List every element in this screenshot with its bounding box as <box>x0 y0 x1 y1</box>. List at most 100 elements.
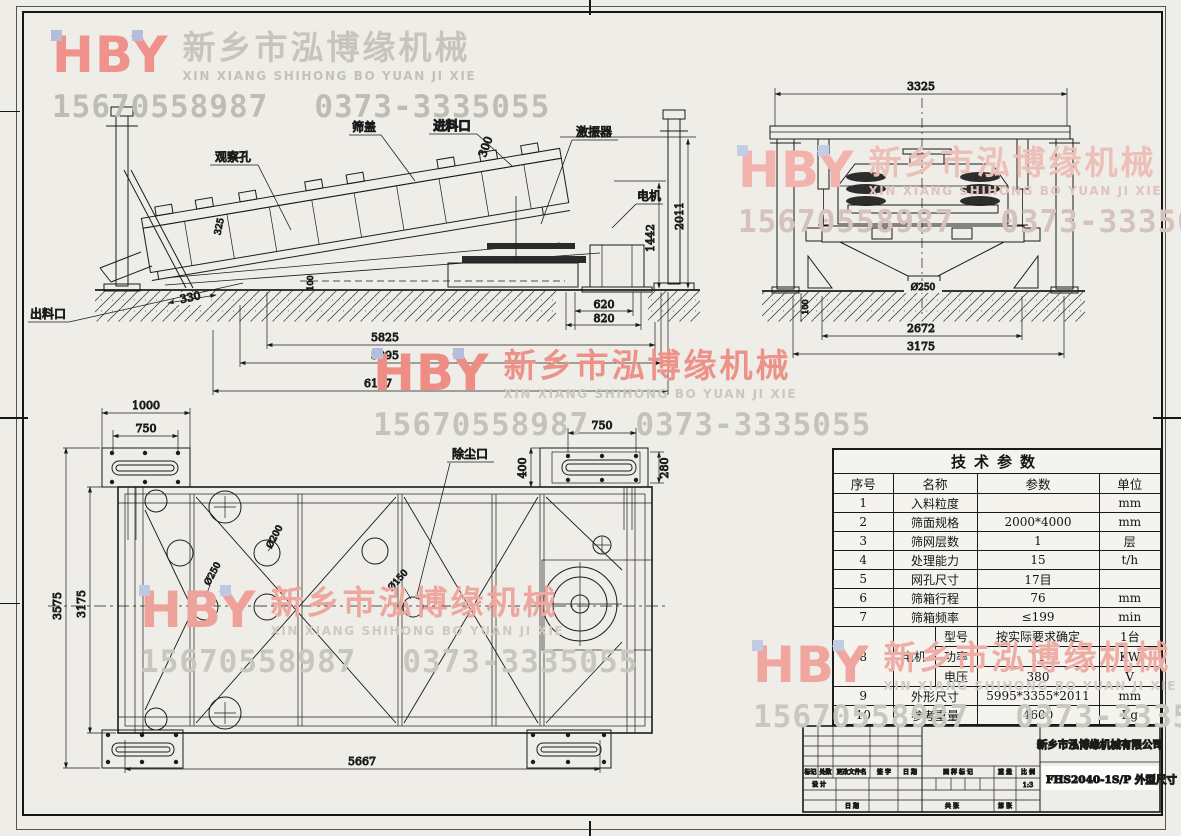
tb-design: 设 计 <box>812 781 826 789</box>
tb-total-sheets: 共 张 <box>945 802 959 810</box>
cell: min <box>1098 607 1162 627</box>
cell: 按实际要求确定 <box>976 626 1100 647</box>
cell: 7 <box>832 607 894 627</box>
cell: 外形尺寸 <box>892 686 978 706</box>
dim-3175-end: 3175 <box>907 340 935 353</box>
cell: t/h <box>1098 550 1162 570</box>
discharge-chute <box>99 251 153 283</box>
table-row: 10 参考重量 4600 Kg <box>832 705 1162 726</box>
dim-400: 400 <box>516 458 529 479</box>
cell: mm <box>1098 686 1162 706</box>
edge-mark-left-lower <box>0 603 20 604</box>
tb-company: 新乡市泓博缘机械有限公司 <box>1037 738 1163 751</box>
cell: 1 <box>832 493 894 513</box>
dim-5667: 5667 <box>348 755 376 768</box>
cell: 6 <box>832 588 894 608</box>
title-block: 标记 处数 更改文件名 签 字 日 期 设 计 日 期 图 样 标 记 重 量 … <box>802 725 1178 813</box>
params-title: 技术参数 <box>832 448 1162 474</box>
cell: 3 <box>832 531 894 551</box>
dim-dia200: Ø200 <box>264 523 285 550</box>
plate-top-left <box>101 447 191 488</box>
cell: 2000*4000 <box>976 512 1100 532</box>
label-exciter: 激振器 <box>576 125 612 139</box>
col-value: 参数 <box>976 473 1100 494</box>
dim-1000: 1000 <box>132 399 160 412</box>
tb-signature: 签 字 <box>877 768 891 776</box>
col-unit: 单位 <box>1098 473 1162 494</box>
cell: 参考重量 <box>892 705 978 726</box>
plate-bottom-right <box>526 729 612 769</box>
dim-6167: 6167 <box>364 377 392 390</box>
dim-dia250: Ø250 <box>202 560 223 587</box>
table-row-motor: 8 电机 型号 按实际要求确定 1台 <box>832 626 1162 687</box>
dim-2672: 2672 <box>907 322 935 335</box>
dim-1442: 1442 <box>644 224 657 252</box>
pivot-circles <box>144 489 242 731</box>
pit-dims <box>565 292 642 330</box>
edge-mark-left-upper <box>0 111 20 112</box>
table-row-motor: 功率 11 KW <box>833 646 1162 667</box>
cell: 电机 <box>892 626 936 687</box>
tb-date: 日 期 <box>903 768 917 776</box>
cell: mm <box>1098 493 1162 513</box>
cell: 4 <box>832 550 894 570</box>
plate-bottom-left <box>101 729 184 769</box>
tb-mark: 标记 <box>804 768 816 776</box>
center-mark-bottom <box>589 821 591 836</box>
motor-body <box>581 244 653 293</box>
cell: 筛网层数 <box>892 531 978 551</box>
tb-date2: 日 期 <box>845 802 859 810</box>
cell: 功率 <box>934 646 978 667</box>
label-screen-cover: 筛盖 <box>352 119 376 134</box>
cell: ≤199 <box>976 607 1100 627</box>
cell: V <box>1098 666 1162 687</box>
cell: 8 <box>832 626 894 687</box>
dim-330: 330 <box>179 289 202 306</box>
cell: 1台 <box>1098 626 1162 647</box>
cell: KW <box>1098 646 1162 667</box>
cell: 入料粒度 <box>892 493 978 513</box>
col-name: 名称 <box>892 473 978 494</box>
dim-outlet-dia: Ø250 <box>911 282 936 293</box>
tb-weight: 重 量 <box>998 768 1012 776</box>
hanger-rods <box>817 138 1029 232</box>
tb-scale: 比 例 <box>1021 768 1035 776</box>
cell: 5 <box>832 569 894 589</box>
cell: 17目 <box>976 569 1100 589</box>
table-row: 9 外形尺寸 5995*3355*2011 mm <box>832 686 1162 706</box>
cross-braces <box>144 496 623 724</box>
cell: 5995*3355*2011 <box>976 686 1100 706</box>
table-row: 4 处理能力 15 t/h <box>832 550 1162 570</box>
dim-2011: 2011 <box>673 202 686 230</box>
end-bottom-dims <box>792 293 1065 358</box>
table-row: 2 筛面规格 2000*4000 mm <box>832 512 1162 532</box>
side-label-leaders <box>28 133 663 323</box>
dim-100-end: 100 <box>801 299 810 314</box>
plate-top-left-dims <box>101 408 191 451</box>
cell: 15 <box>976 550 1100 570</box>
center-mark-left <box>0 417 28 419</box>
motor-mount <box>538 535 653 651</box>
cell: 11 <box>976 646 1100 667</box>
table-row: 7 筛箱频率 ≤199 min <box>832 607 1162 627</box>
cell: 9 <box>832 686 894 706</box>
cell: 处理能力 <box>892 550 978 570</box>
table-row: 6 筛箱行程 76 mm <box>832 588 1162 608</box>
screen-box <box>140 142 571 281</box>
tb-sheet-no: 第 张 <box>998 802 1012 810</box>
cell: 筛箱行程 <box>892 588 978 608</box>
dim-3575: 3575 <box>51 592 64 620</box>
cell: 10 <box>832 705 894 726</box>
col-no: 序号 <box>832 473 894 494</box>
side-bottom-dims <box>212 292 669 395</box>
cell <box>976 493 1100 513</box>
frame-inner <box>22 11 1163 816</box>
dim-280: 280 <box>658 458 671 479</box>
tb-drawing-mark: 图 样 标 记 <box>943 768 973 776</box>
table-row: 3 筛网层数 1 层 <box>832 531 1162 551</box>
lower-frame <box>805 225 1041 243</box>
screen-holes <box>166 537 424 621</box>
cell: 网孔尺寸 <box>892 569 978 589</box>
